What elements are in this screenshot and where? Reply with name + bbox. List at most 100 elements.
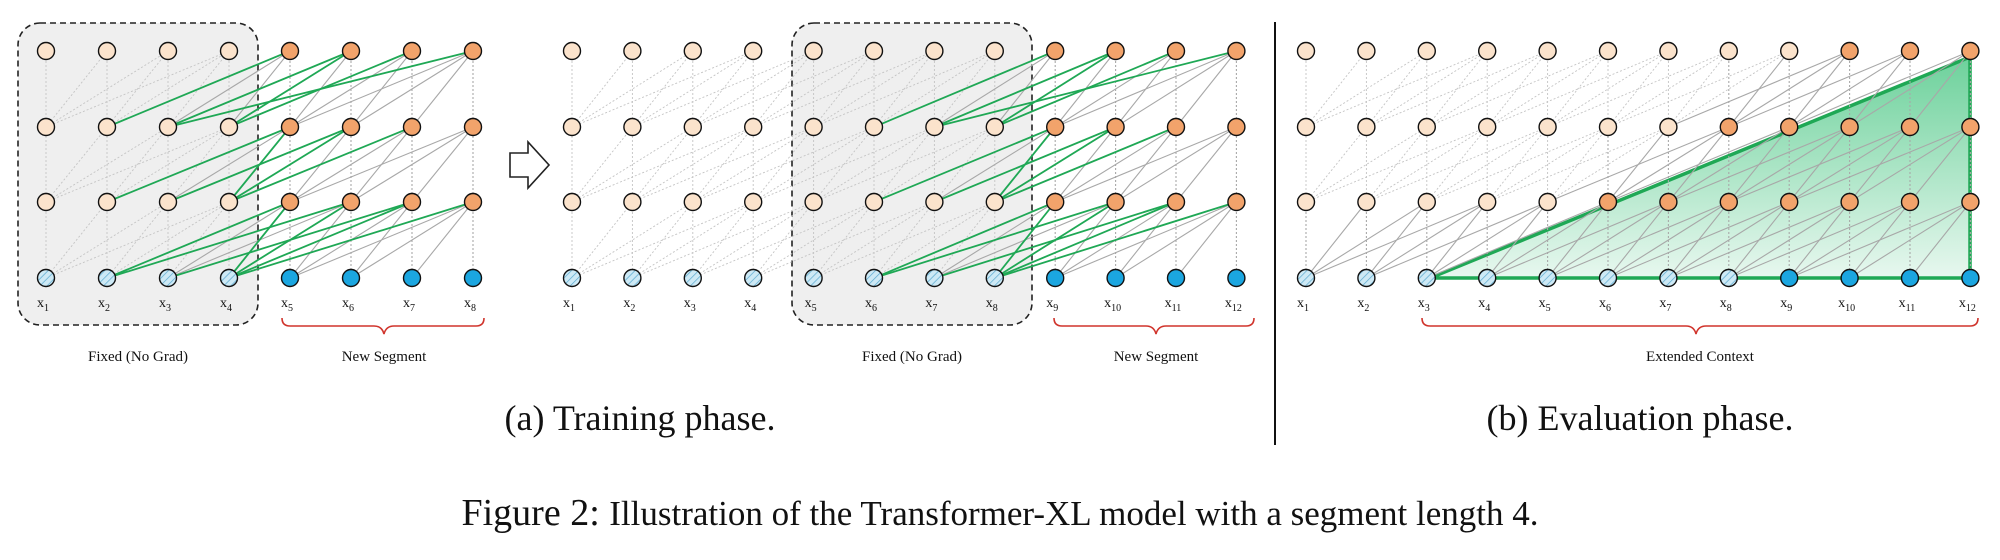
train-step2-dependency-edge [1115, 126, 1237, 203]
train-step2-memory-edge [873, 126, 1056, 203]
train-step2-dependency-edge [632, 201, 814, 279]
train-step2-dependency-edge [571, 126, 633, 203]
eval-dependency-edge [1487, 50, 1669, 128]
train-step2-dependency-edge [873, 50, 935, 128]
eval-token-label: x12 [1959, 296, 1976, 314]
eval-dependency-edge [1305, 126, 1367, 203]
eval-dependency-edge [1487, 126, 1669, 203]
eval-dependency-edge [1728, 50, 1850, 128]
eval-dependency-edge [1607, 50, 1790, 128]
train-step2-memory-edge [994, 201, 1237, 279]
eval-dependency-edge [1849, 201, 1971, 279]
eval-input-node [1719, 268, 1739, 288]
train-step2-memory-edge [934, 126, 1116, 203]
eval-dependency-edge [1366, 201, 1488, 279]
train-step1-dependency-edge [350, 201, 474, 279]
train-step1-hidden-node [36, 192, 56, 212]
train-step1-memory-edge [228, 126, 413, 203]
train-step2-dependency-edge [752, 50, 814, 128]
train-step1-dependency-edge [350, 50, 474, 128]
train-step2-hidden-node [683, 117, 702, 137]
eval-dependency-edge [1849, 50, 1971, 128]
train-step2-memory-edge [994, 50, 1117, 128]
eval-dependency-edge [1426, 126, 1488, 203]
eval-dependency-edge [1668, 126, 1790, 203]
eval-dependency-edge [1607, 126, 1790, 203]
train-step2-dependency-edge [692, 126, 875, 203]
eval-dependency-edge [1849, 126, 1971, 203]
eval-input-node [1357, 268, 1376, 288]
eval-dependency-edge [1728, 50, 1911, 128]
train-step2-token-label: x10 [1104, 296, 1121, 314]
eval-dependency-edge [1668, 126, 1850, 203]
train-step2-hidden-node [744, 41, 763, 61]
eval-dependency-edge [1486, 201, 1609, 279]
train-step2-dependency-edge [571, 201, 754, 279]
train-step2-hidden-node [804, 192, 823, 212]
train-step1-memory-edge [228, 126, 352, 203]
train-step2-dependency-edge [571, 50, 633, 128]
eval-dependency-edge [1426, 50, 1609, 128]
train-step2-memory-edge [994, 126, 1117, 203]
train-step1-input-node [463, 268, 483, 288]
train-step2-input-node [744, 268, 763, 288]
eval-dependency-edge [1305, 201, 1488, 279]
train-step2-hidden-node [623, 117, 642, 137]
train-step1-hidden-node [97, 41, 117, 61]
eval-dependency-edge [1547, 201, 1669, 279]
eval-hidden-node [1961, 41, 1980, 61]
eval-hidden-node [1296, 192, 1316, 212]
train-step1-input-node [280, 268, 300, 288]
train-step1-hidden-node [463, 192, 483, 212]
train-step2-dependency-edge [873, 126, 935, 203]
train-step2-dependency-edge [873, 201, 935, 279]
eval-input-node [1538, 268, 1557, 288]
eval-dependency-edge [1788, 201, 1971, 279]
new-segment-label-1: New Segment [342, 349, 427, 365]
train-step1-dependency-edge [45, 126, 108, 203]
eval-dependency-edge [1728, 201, 1850, 279]
eval-token-label: x9 [1780, 296, 1792, 314]
train-step2-input-node [1045, 268, 1065, 288]
train-step2-hidden-node [985, 41, 1004, 61]
eval-hidden-node [1598, 41, 1618, 61]
eval-token-label: x2 [1357, 296, 1369, 314]
train-step1-dependency-edge [411, 201, 474, 279]
train-step1-dependency-edge [45, 201, 108, 279]
train-step2-dependency-edge [692, 201, 875, 279]
train-step2-hidden-node [864, 192, 884, 212]
eval-input-node [1598, 268, 1618, 288]
train-step2-hidden-node [1045, 117, 1065, 137]
eval-token-label: x4 [1478, 296, 1490, 314]
train-step2-dependency-edge [632, 126, 814, 203]
train-step2-input-node [683, 268, 702, 288]
train-step1-memory-edge [106, 126, 291, 203]
train-step1-dependency-edge [289, 50, 413, 128]
eval-hidden-node [1659, 41, 1678, 61]
eval-hidden-node [1779, 192, 1799, 212]
train-step1-dependency-edge [411, 50, 474, 128]
eval-dependency-edge [1668, 201, 1790, 279]
figure-number: Figure 2: [461, 492, 599, 534]
train-step2-dependency-edge [1115, 50, 1237, 128]
train-step2-hidden-node [1166, 41, 1186, 61]
train-step1-dependency-edge [167, 50, 291, 128]
eval-dependency-edge [1788, 201, 1911, 279]
eval-dependency-edge [1305, 201, 1428, 279]
train-step1-hidden-node [97, 192, 117, 212]
train-step2-input-node [623, 268, 642, 288]
train-step2-dependency-edge [1054, 50, 1177, 128]
eval-dependency-edge [1366, 201, 1548, 279]
train-step2-dependency-edge [934, 126, 1056, 203]
eval-dependency-edge [1728, 126, 1850, 203]
eval-hidden-node [1357, 117, 1376, 137]
eval-token-label: x10 [1838, 296, 1855, 314]
eval-dependency-edge [1668, 50, 1730, 128]
train-step2-dependency-edge [692, 50, 875, 128]
train-step2-memory-edge [994, 201, 1177, 279]
train-step2-dependency-edge [753, 50, 935, 128]
train-step2-dependency-edge [753, 201, 935, 279]
eval-hidden-node [1477, 41, 1497, 61]
train-step1-hidden-node [341, 117, 361, 137]
